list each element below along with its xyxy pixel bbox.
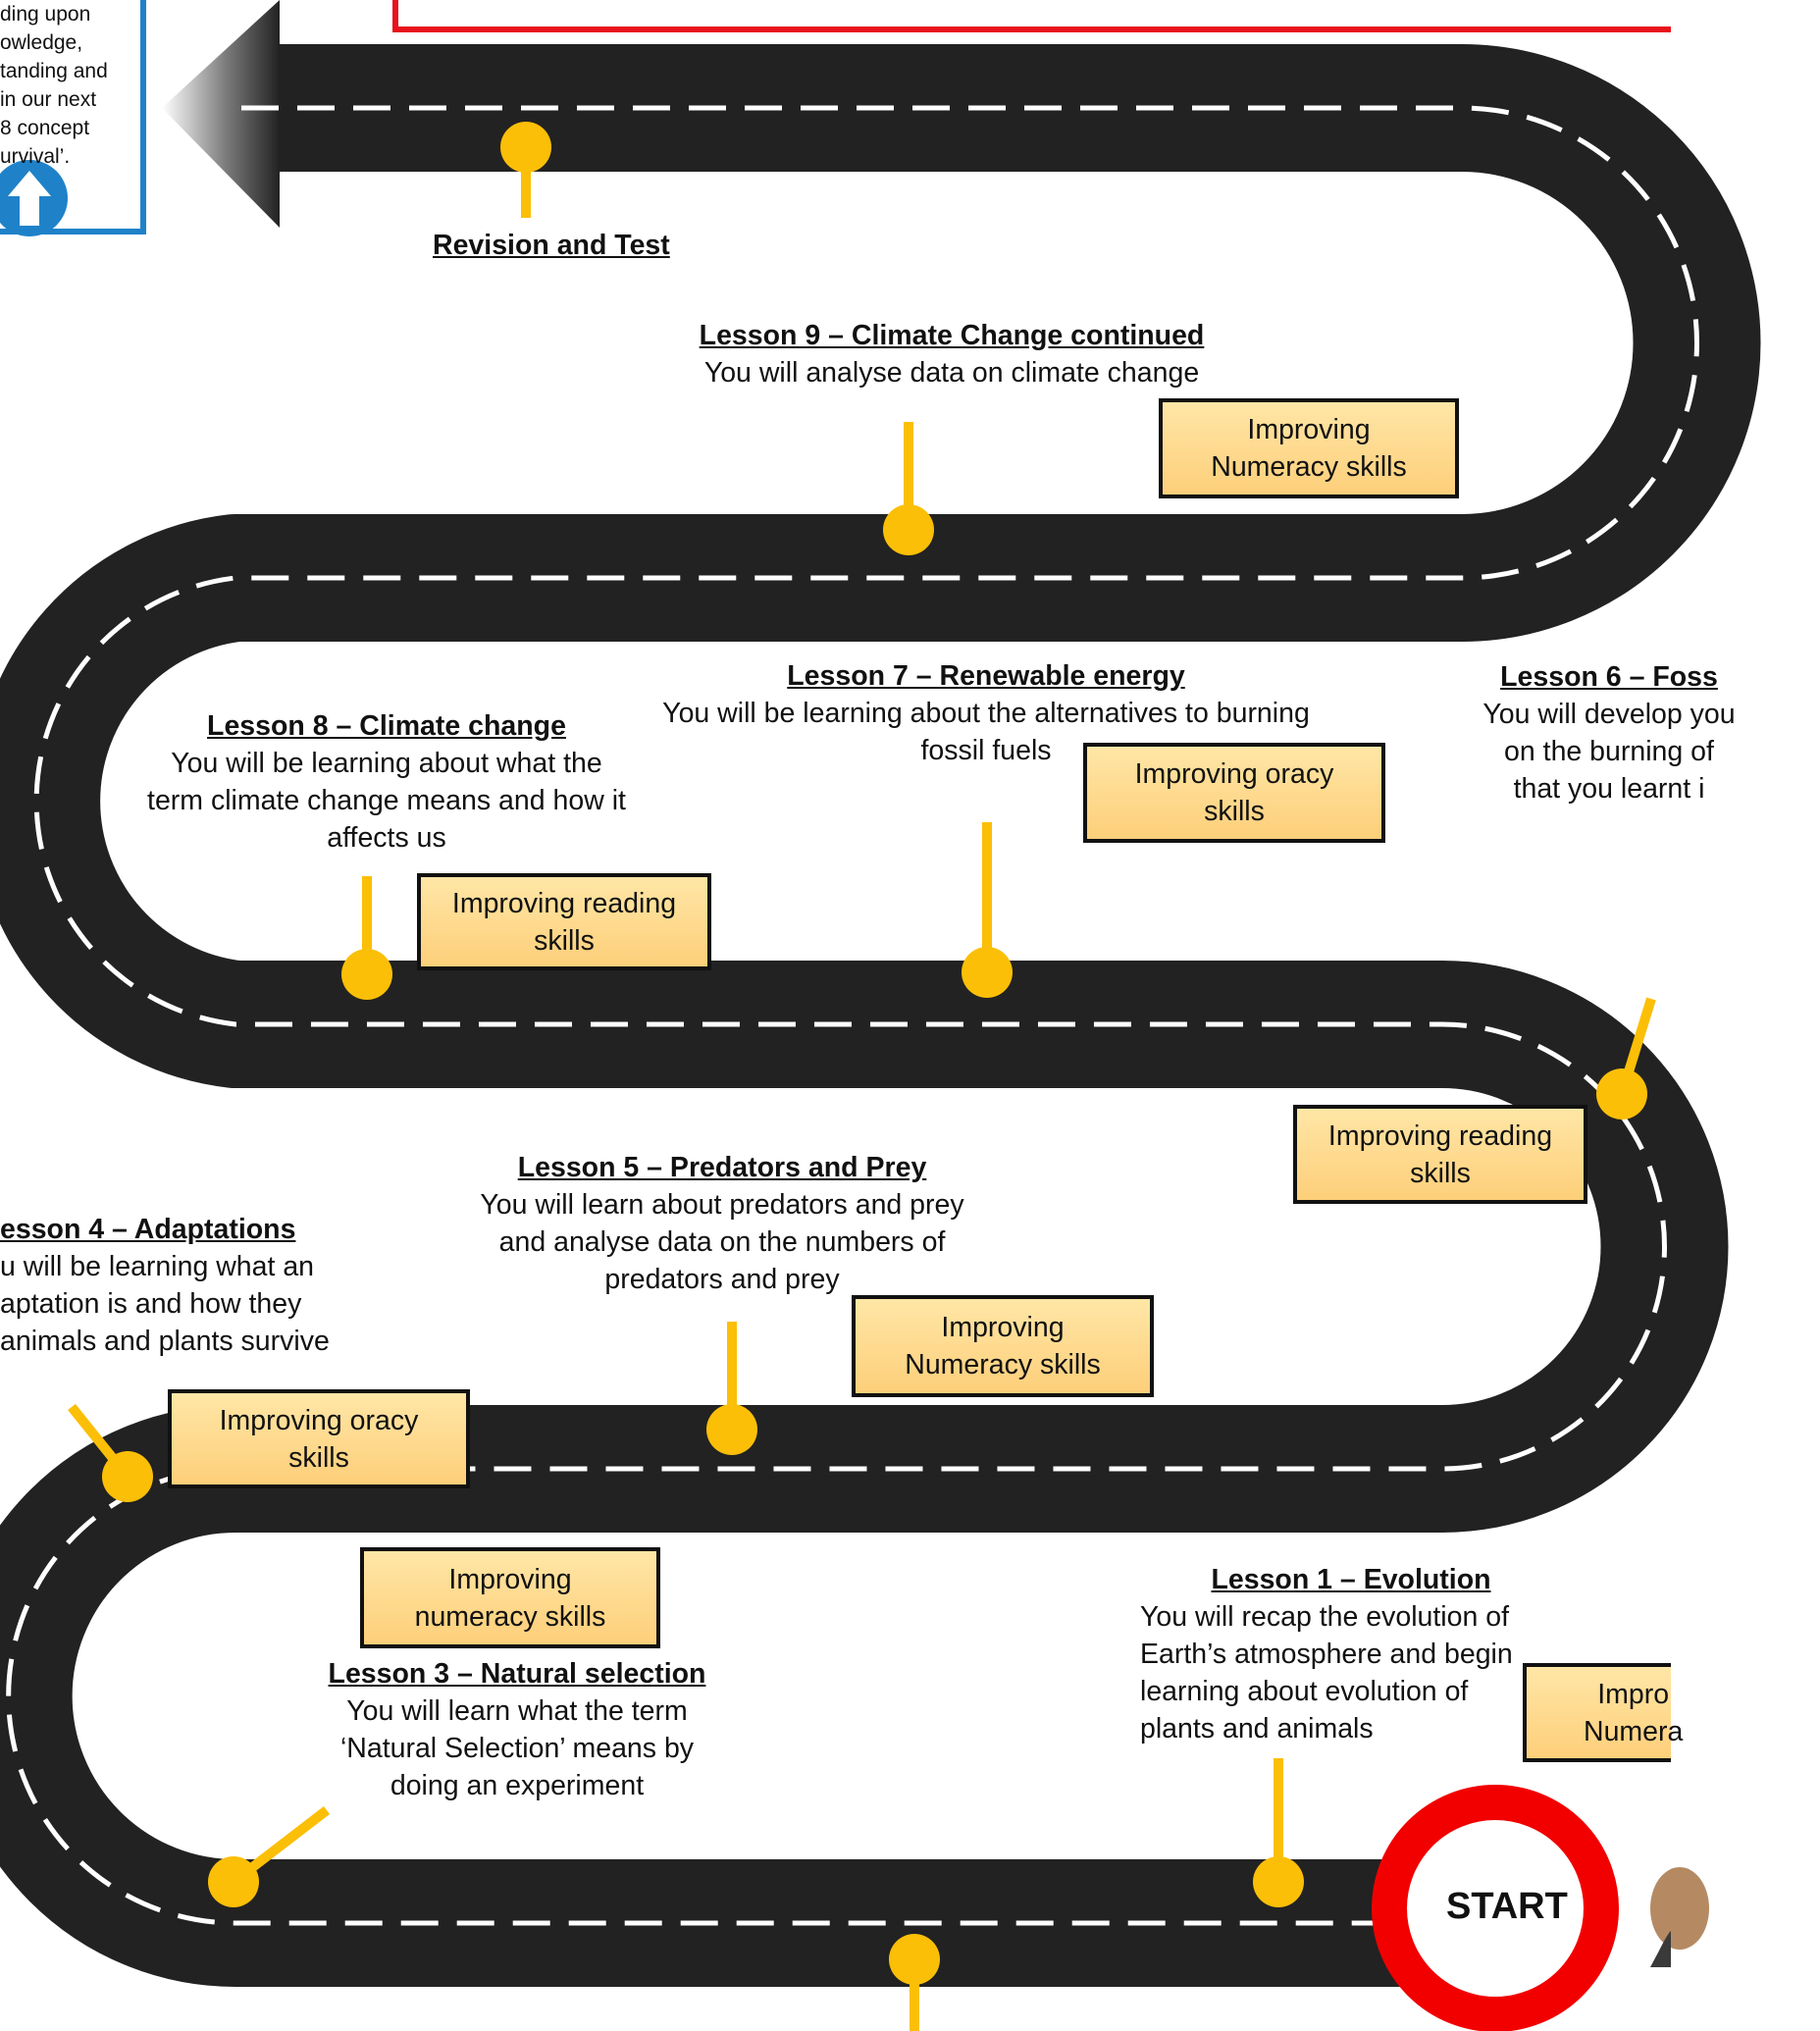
road [0,44,1761,1987]
lesson-7-title: Lesson 7 – Renewable energy [787,660,1185,692]
top-frame [392,0,1671,32]
lesson-3-desc: You will learn what the term ‘Natural Se… [339,1695,695,1801]
start-label: START [1446,1886,1568,1927]
lesson-6-desc: You will develop you on the burning of t… [1482,699,1736,805]
lesson-4-desc: u will be learning what an aptation is a… [0,1251,330,1357]
lesson-8-card: Lesson 8 – Climate change You will be le… [131,707,642,857]
road-end-arrow [162,0,280,228]
skill-box-lesson-8: Improving reading skills [417,873,711,970]
lesson-9-desc: You will analyse data on climate change [703,357,1200,389]
lesson-9-card: Lesson 9 – Climate Change continued You … [677,317,1226,391]
teacher-avatar [1650,1867,1709,1967]
marker-lesson-8 [341,876,392,1000]
lesson-8-title: Lesson 8 – Climate change [207,710,566,742]
lesson-7-desc: You will be learning about the alternati… [662,698,1310,766]
marker-lesson-4 [68,1403,153,1502]
skill-box-lesson-3: Improving numeracy skills [360,1547,660,1648]
lesson-5-title: Lesson 5 – Predators and Prey [517,1152,927,1183]
lesson-9-title: Lesson 9 – Climate Change continued [699,320,1205,351]
road-centre-line [6,105,1699,1926]
marker-lesson-1 [1253,1758,1304,1907]
lesson-8-desc: You will be learning about what the term… [147,748,626,854]
lesson-6-card: Lesson 6 – Foss You will develop you on … [1398,658,1820,807]
lesson-4-card: esson 4 – Adaptations u will be learning… [0,1211,373,1360]
marker-revision [500,122,551,218]
lesson-5-desc: You will learn about predators and prey … [480,1189,964,1295]
lesson-7-card: Lesson 7 – Renewable energy You will be … [628,657,1344,769]
revision-title: Revision and Test [433,230,670,261]
skill-box-lesson-9: Improving Numeracy skills [1159,398,1459,498]
lesson-4-title: esson 4 – Adaptations [0,1214,296,1245]
marker-lesson-9 [883,422,934,555]
marker-lesson-3 [208,1806,331,1907]
marker-lesson-2 [889,1934,940,2031]
lesson-1-title: Lesson 1 – Evolution [1211,1564,1491,1595]
skill-box-lesson-4: Improving oracy skills [168,1389,470,1488]
lesson-1-desc: You will recap the evolution of Earth’s … [1140,1601,1513,1745]
lesson-3-card: Lesson 3 – Natural selection You will le… [311,1655,723,1804]
skill-box-lesson-1: Impro Numera [1523,1663,1683,1762]
lesson-5-card: Lesson 5 – Predators and Prey You will l… [457,1149,987,1298]
lesson-3-title: Lesson 3 – Natural selection [328,1658,706,1690]
start-ring [1372,1785,1619,2031]
lesson-6-title: Lesson 6 – Foss [1500,661,1718,693]
road-map [0,0,1761,2031]
marker-lesson-5 [706,1322,757,1455]
marker-lesson-7 [962,822,1013,998]
arrow-up-icon[interactable] [0,160,68,236]
skill-box-lesson-5: Improving Numeracy skills [852,1295,1154,1397]
lesson-markers [68,122,1656,2031]
marker-lesson-6 [1596,997,1656,1120]
info-box-text: ding upon owledge, tanding and in our ne… [0,3,108,168]
lesson-1-card: Lesson 1 – Evolution You will recap the … [1140,1561,1562,1747]
skill-box-lesson-7: Improving oracy skills [1083,743,1385,843]
skill-box-lesson-6: Improving reading skills [1293,1105,1587,1204]
